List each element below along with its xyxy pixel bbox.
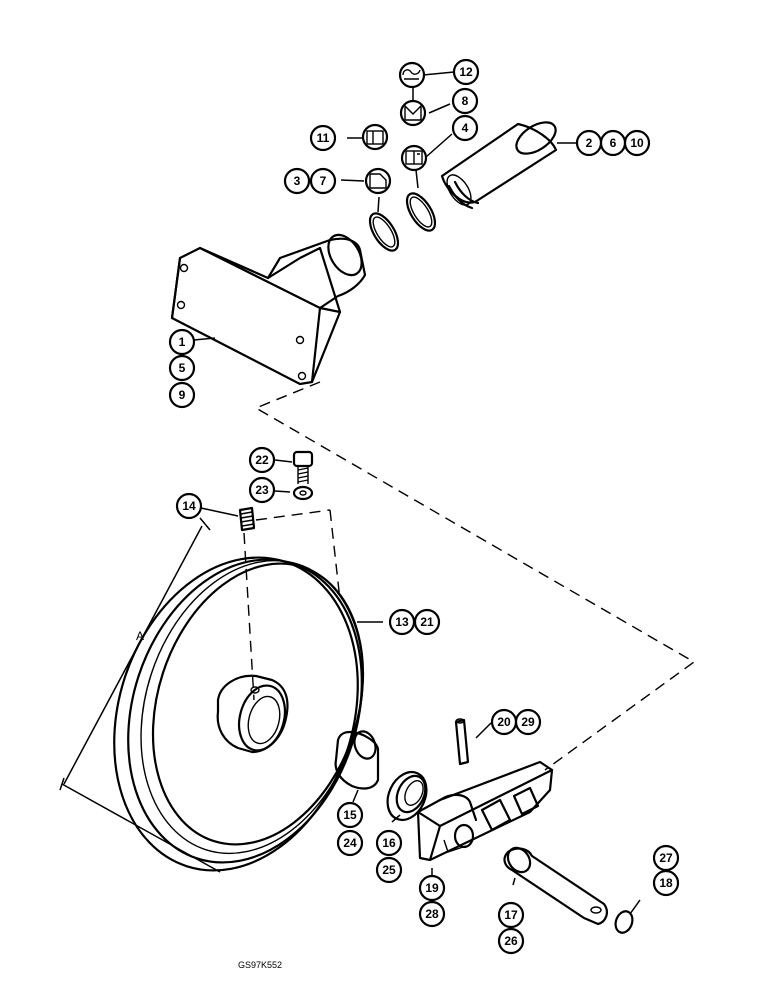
- drawing-code: GS97K552: [238, 960, 282, 970]
- callout-17: 17: [497, 901, 525, 929]
- roll-pin: [454, 718, 470, 766]
- svg-text:22: 22: [255, 453, 269, 467]
- svg-text:10: 10: [630, 136, 644, 150]
- callout-10: 10: [623, 129, 651, 157]
- bushing: [334, 730, 380, 790]
- svg-text:7: 7: [320, 174, 327, 188]
- callout-19: 19: [418, 874, 446, 902]
- callout-16: 16: [375, 829, 403, 857]
- callout-2: 2: [575, 129, 603, 157]
- idler-bracket: [170, 233, 367, 386]
- book-icon: [361, 123, 389, 151]
- svg-text:5: 5: [179, 361, 186, 375]
- callout-23: 23: [248, 476, 276, 504]
- svg-text:18: 18: [659, 876, 673, 890]
- leader-lines: [193, 71, 641, 915]
- callout-6: 6: [599, 129, 627, 157]
- callout-22: 22: [248, 446, 276, 474]
- callout-5: 5: [168, 354, 196, 382]
- callout-29: 29: [514, 708, 542, 736]
- svg-text:15: 15: [343, 808, 357, 822]
- snap-ring: [614, 910, 634, 934]
- svg-text:24: 24: [343, 836, 357, 850]
- callout-26: 26: [497, 927, 525, 955]
- callout-28: 28: [418, 900, 446, 928]
- svg-text:1: 1: [179, 335, 186, 349]
- svg-text:28: 28: [425, 907, 439, 921]
- svg-text:19: 19: [425, 881, 439, 895]
- callout-20: 20: [490, 708, 518, 736]
- callout-18: 18: [652, 869, 680, 897]
- svg-text:16: 16: [382, 836, 396, 850]
- callout-7: 7: [309, 167, 337, 195]
- svg-text:6: 6: [610, 136, 617, 150]
- set-screw: [238, 506, 256, 532]
- yoke-block: [416, 760, 554, 862]
- callout-15: 15: [336, 801, 364, 829]
- page-icon: [364, 167, 392, 195]
- callout-25: 25: [375, 856, 403, 884]
- svg-text:17: 17: [504, 908, 518, 922]
- svg-text:8: 8: [462, 94, 469, 108]
- callout-13: 13: [388, 608, 416, 636]
- svg-text:12: 12: [459, 65, 473, 79]
- svg-text:14: 14: [182, 499, 196, 513]
- callout-21: 21: [413, 608, 441, 636]
- svg-text:3: 3: [294, 174, 301, 188]
- svg-text:2: 2: [586, 136, 593, 150]
- callout-1: 1: [168, 328, 196, 356]
- svg-text:27: 27: [659, 851, 673, 865]
- idler-wheel: [113, 556, 365, 872]
- dimension-a-label: A: [136, 629, 144, 643]
- callout-3: 3: [283, 167, 311, 195]
- svg-text:9: 9: [179, 388, 186, 402]
- o-rings: [368, 192, 437, 252]
- callout-8: 8: [451, 87, 479, 115]
- assembly-dashed-lines: [243, 381, 696, 771]
- cap-screw-and-washer: [292, 450, 314, 501]
- callout-14: 14: [175, 492, 203, 520]
- svg-text:20: 20: [497, 715, 511, 729]
- svg-text:11: 11: [317, 131, 330, 145]
- seal-kit-icon: [398, 61, 426, 89]
- pivot-shaft: [440, 121, 558, 210]
- callout-12: 12: [452, 58, 480, 86]
- svg-text:25: 25: [382, 863, 396, 877]
- svg-text:29: 29: [521, 715, 535, 729]
- svg-text:23: 23: [255, 483, 269, 497]
- book-icon: [400, 144, 428, 172]
- pivot-pin: [503, 846, 608, 926]
- gasket-icon: [399, 99, 427, 127]
- svg-text:13: 13: [395, 615, 409, 629]
- svg-text:21: 21: [420, 615, 434, 629]
- callout-24: 24: [336, 829, 364, 857]
- dimension-a: A: [59, 517, 221, 873]
- callout-27: 27: [652, 844, 680, 872]
- callout-4: 4: [451, 114, 479, 142]
- callout-11: 11: [309, 124, 337, 152]
- svg-text:26: 26: [504, 934, 518, 948]
- callout-9: 9: [168, 381, 196, 409]
- svg-text:4: 4: [462, 121, 469, 135]
